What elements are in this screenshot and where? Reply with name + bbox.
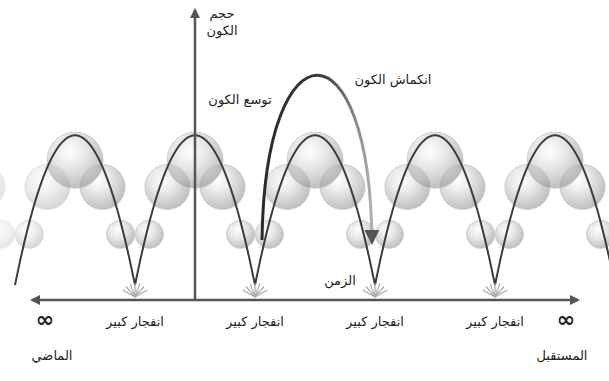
burst-ray <box>135 290 147 297</box>
burst-ray <box>255 286 264 297</box>
big-bang-bursts <box>123 283 507 297</box>
burst-ray <box>250 284 255 297</box>
event-label: انفجار كبير <box>106 314 164 331</box>
burst-ray <box>255 290 267 297</box>
phase-label: انكماش الكون <box>355 72 432 89</box>
cycle-arch <box>495 135 609 285</box>
universe-sphere <box>527 132 583 188</box>
axis-label: حجم الكون <box>200 6 244 40</box>
event-label: انفجار كبير <box>466 314 524 331</box>
universe-sphere <box>407 132 463 188</box>
phase-label: توسع الكون <box>208 92 271 109</box>
event-label: انفجار كبير <box>226 314 284 331</box>
burst-ray <box>375 290 387 297</box>
cycle-arch <box>15 135 135 285</box>
event-label: انفجار كبير <box>346 314 404 331</box>
size-axis <box>194 10 197 300</box>
time-end-label: الماضي <box>32 348 73 365</box>
universe-sphere <box>287 132 343 188</box>
cycle-arches <box>15 135 609 285</box>
burst-ray <box>495 290 507 297</box>
burst-ray <box>495 286 504 297</box>
expansion-contraction-arrow <box>262 75 372 242</box>
time-axis <box>32 299 578 302</box>
universe-sphere <box>0 164 5 209</box>
universe-sphere <box>0 220 15 248</box>
cycle-arch <box>255 135 375 285</box>
axis-label: الزمن <box>324 273 356 290</box>
infinity-symbol: ∞ <box>36 306 54 335</box>
burst-ray <box>375 286 384 297</box>
burst-ray <box>130 284 135 297</box>
burst-ray <box>135 286 144 297</box>
burst-ray <box>490 284 495 297</box>
cycle-arch <box>375 135 495 285</box>
universe-sphere <box>47 132 103 188</box>
infinity-symbol: ∞ <box>557 306 575 335</box>
time-end-label: المستقبل <box>537 348 588 365</box>
burst-ray <box>370 284 375 297</box>
